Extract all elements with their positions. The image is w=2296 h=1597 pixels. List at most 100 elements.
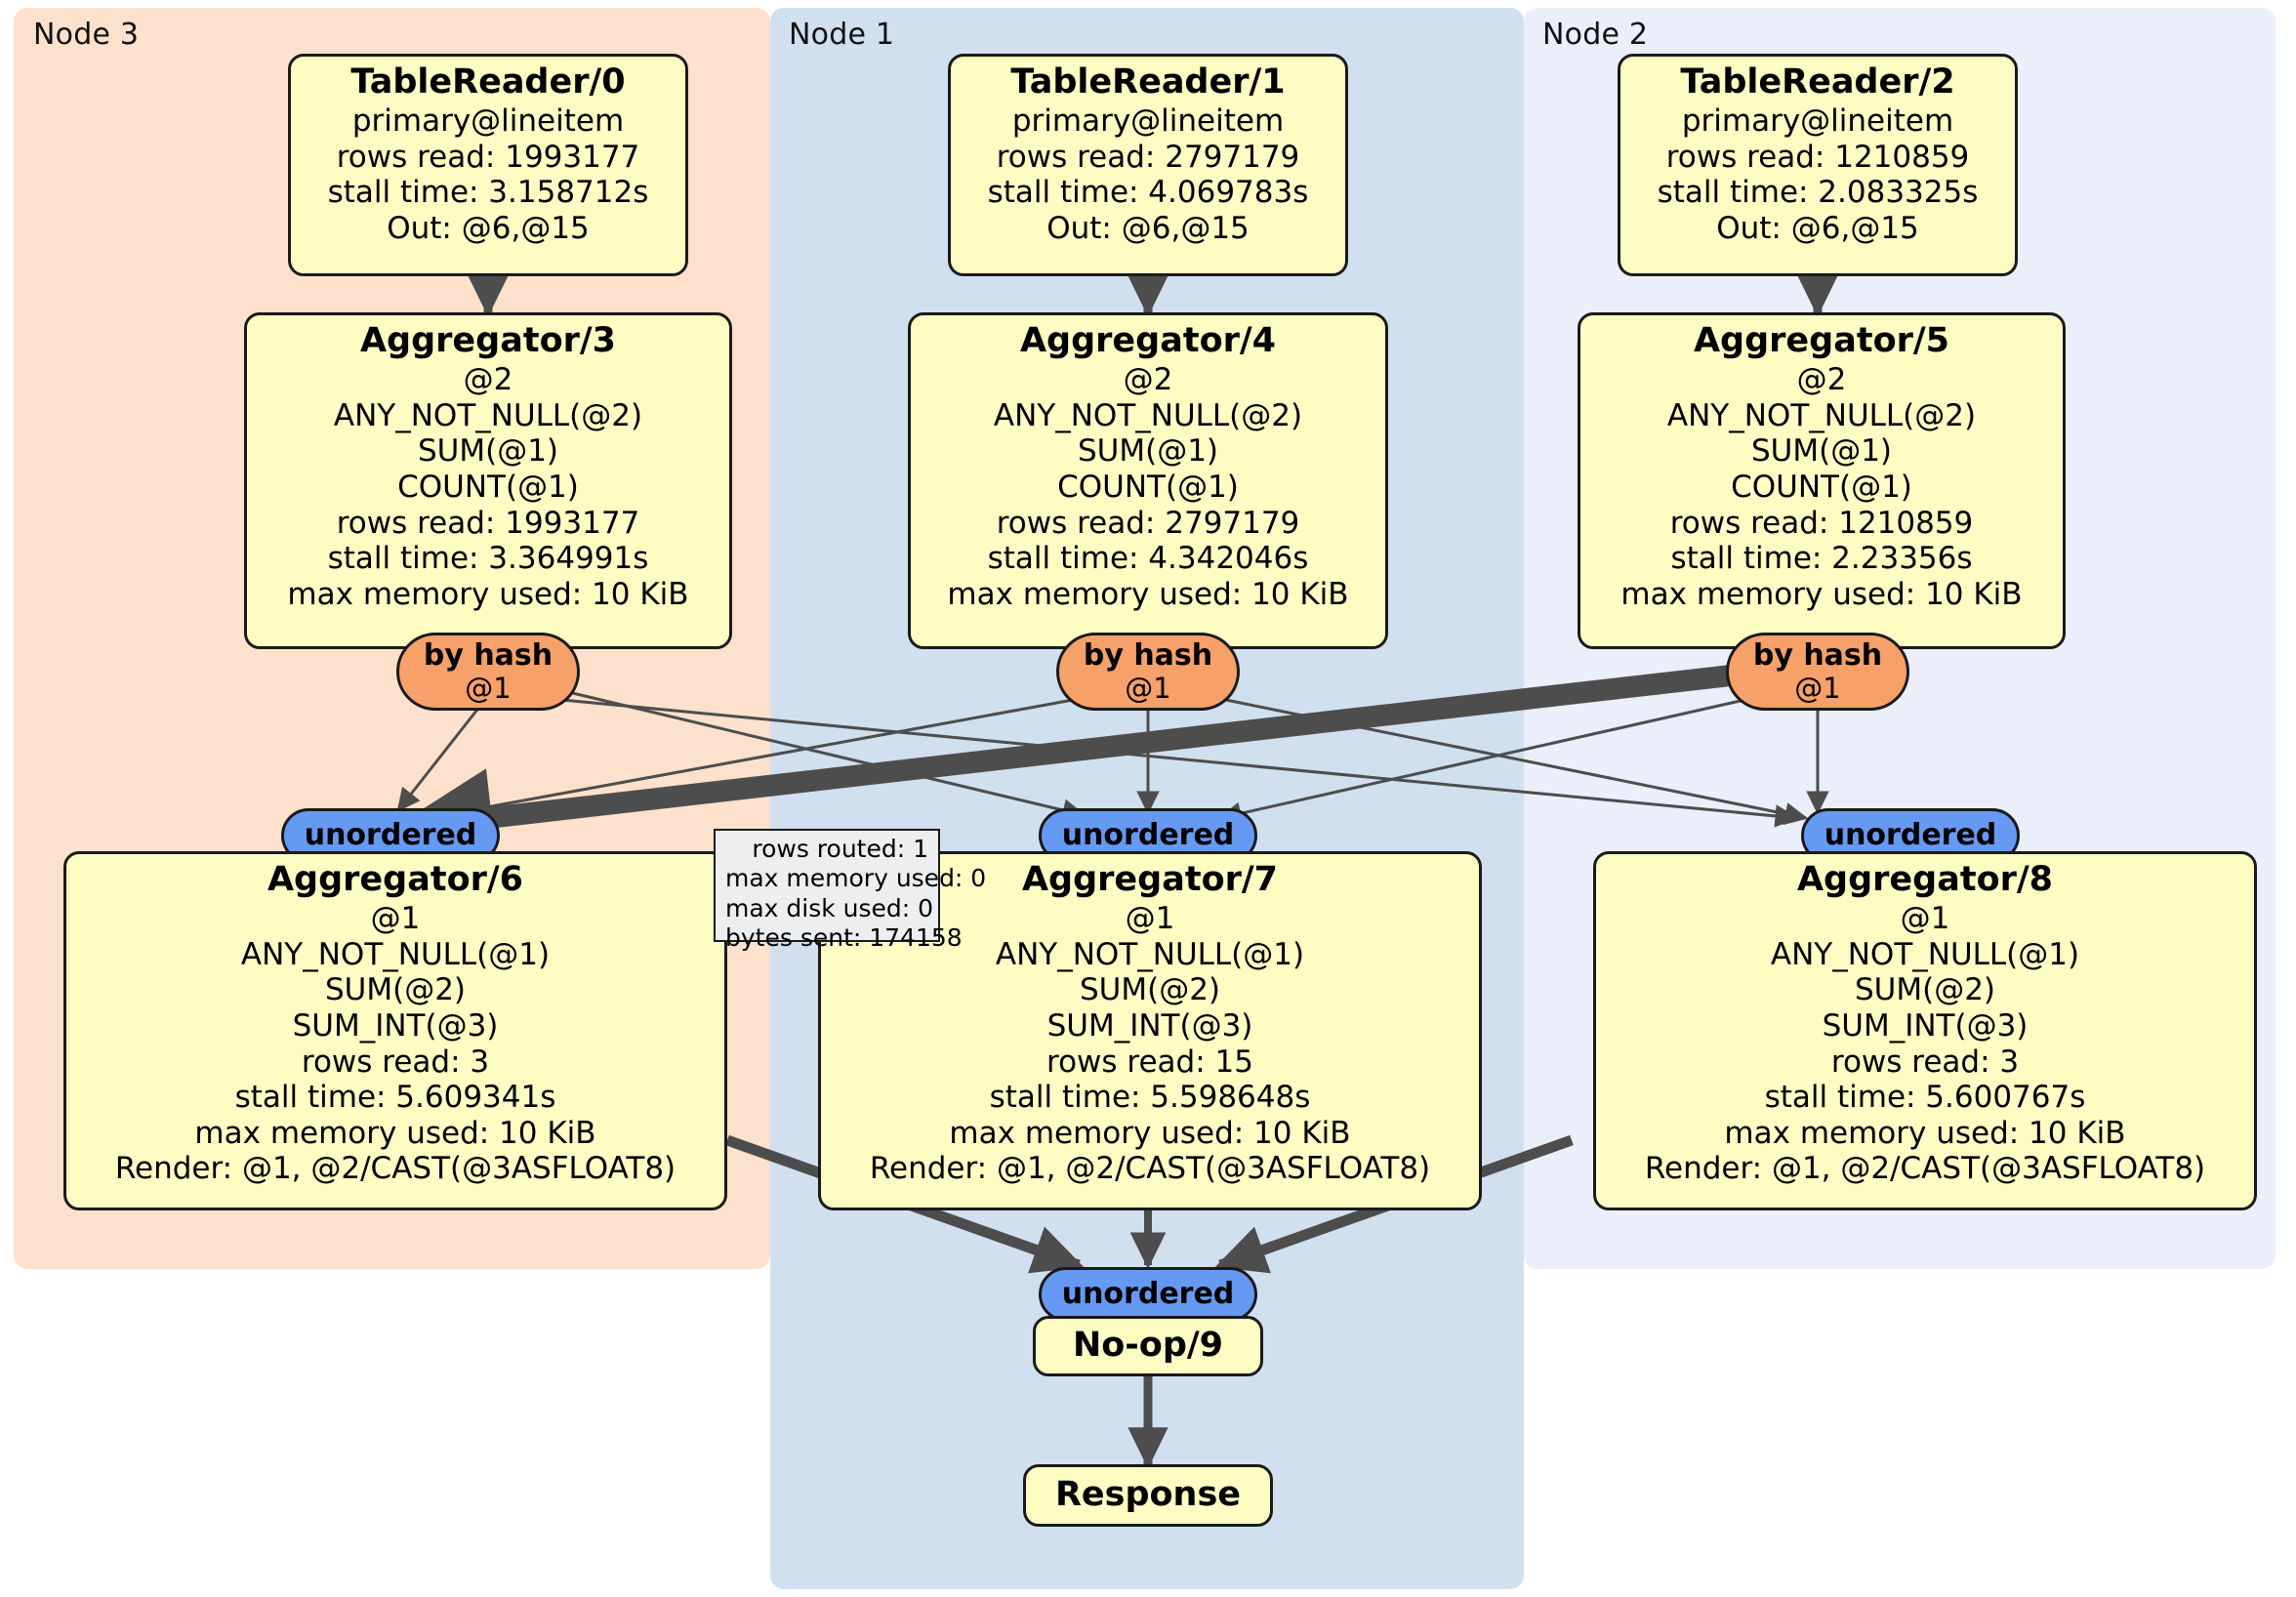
operator-aggregator-4[interactable]: Aggregator/4 @2 ANY_NOT_NULL(@2) SUM(@1)… (908, 312, 1388, 649)
operator-table-reader-2[interactable]: TableReader/2 primary@lineitem rows read… (1618, 54, 2018, 276)
operator-detail: SUM_INT(@3) (1822, 1008, 2029, 1044)
operator-title: TableReader/0 (350, 62, 626, 102)
operator-detail: @1 (370, 901, 421, 937)
tooltip-line: bytes sent: 174158 (725, 922, 963, 952)
operator-title: Aggregator/4 (1019, 321, 1277, 360)
router-label: by hash (1752, 637, 1883, 673)
operator-title: Aggregator/8 (1796, 860, 2054, 899)
stream-label: unordered (1824, 818, 1997, 853)
stream-label: unordered (1061, 1277, 1235, 1312)
operator-title: TableReader/1 (1010, 62, 1286, 102)
operator-detail: COUNT(@1) (1057, 470, 1239, 506)
operator-detail: rows read: 1210859 (1665, 139, 1970, 175)
operator-response[interactable]: Response (1023, 1464, 1273, 1527)
operator-aggregator-5[interactable]: Aggregator/5 @2 ANY_NOT_NULL(@2) SUM(@1)… (1578, 312, 2066, 649)
operator-detail: ANY_NOT_NULL(@2) (993, 397, 1303, 433)
operator-detail: ANY_NOT_NULL(@1) (1770, 936, 2080, 972)
operator-no-op-9[interactable]: No-op/9 (1033, 1316, 1263, 1376)
operator-detail: max memory used: 10 KiB (949, 1115, 1351, 1151)
operator-detail: Render: @1, @2/CAST(@3ASFLOAT8) (869, 1151, 1431, 1187)
operator-detail: COUNT(@1) (1731, 470, 1912, 506)
stream-unordered-8[interactable]: unordered (1801, 808, 2020, 863)
operator-detail: rows read: 2797179 (996, 139, 1300, 175)
stream-label: unordered (1061, 818, 1235, 853)
operator-detail: Out: @6,@15 (1716, 211, 1919, 247)
operator-detail: SUM(@2) (1079, 972, 1221, 1008)
operator-detail: SUM_INT(@3) (292, 1008, 499, 1044)
operator-table-reader-0[interactable]: TableReader/0 primary@lineitem rows read… (288, 54, 688, 276)
operator-aggregator-8[interactable]: Aggregator/8 @1 ANY_NOT_NULL(@1) SUM(@2)… (1593, 851, 2257, 1210)
operator-detail: primary@lineitem (1681, 103, 1954, 140)
operator-detail: @1 (1125, 901, 1175, 937)
router-label: by hash (423, 637, 554, 673)
operator-detail: primary@lineitem (1011, 103, 1285, 140)
tooltip-line: rows routed: 1 (752, 835, 928, 863)
operator-detail: SUM(@1) (1077, 433, 1219, 470)
stream-unordered-final[interactable]: unordered (1039, 1267, 1257, 1322)
router-by-hash-3[interactable]: by hash @1 (396, 633, 580, 711)
operator-aggregator-7[interactable]: Aggregator/7 @1 ANY_NOT_NULL(@1) SUM(@2)… (818, 851, 1482, 1210)
operator-detail: stall time: 2.23356s (1670, 541, 1973, 577)
operator-aggregator-6[interactable]: Aggregator/6 @1 ANY_NOT_NULL(@1) SUM(@2)… (63, 851, 727, 1210)
operator-detail: max memory used: 10 KiB (947, 576, 1349, 612)
operator-detail: stall time: 4.342046s (987, 541, 1309, 577)
operator-detail: rows read: 15 (1046, 1044, 1253, 1080)
router-label: by hash (1083, 637, 1213, 673)
operator-title: No-op/9 (1072, 1326, 1224, 1366)
operator-detail: Render: @1, @2/CAST(@3ASFLOAT8) (114, 1151, 676, 1187)
operator-title: Aggregator/6 (266, 860, 524, 899)
operator-detail: SUM(@1) (417, 433, 559, 470)
operator-detail: SUM(@2) (324, 972, 467, 1008)
operator-detail: @2 (463, 362, 513, 398)
tooltip-line: max disk used: 0 (725, 893, 934, 922)
operator-detail: @1 (1900, 901, 1950, 937)
operator-title: Aggregator/7 (1021, 860, 1279, 899)
operator-detail: rows read: 1993177 (336, 505, 640, 541)
operator-detail: COUNT(@1) (397, 470, 579, 506)
operator-detail: primary@lineitem (351, 103, 625, 140)
operator-aggregator-3[interactable]: Aggregator/3 @2 ANY_NOT_NULL(@2) SUM(@1)… (244, 312, 732, 649)
cluster-label-node-2: Node 2 (1542, 18, 1649, 52)
operator-detail: Out: @6,@15 (1046, 211, 1250, 247)
router-column: @1 (1794, 671, 1841, 705)
operator-title: Aggregator/5 (1693, 321, 1950, 360)
operator-detail: max memory used: 10 KiB (1620, 576, 2023, 612)
operator-detail: rows read: 3 (1830, 1044, 2020, 1080)
operator-detail: stall time: 5.598648s (989, 1080, 1311, 1116)
operator-detail: max memory used: 10 KiB (287, 576, 689, 612)
operator-detail: stall time: 2.083325s (1657, 175, 1979, 211)
operator-detail: max memory used: 10 KiB (1724, 1115, 2126, 1151)
stream-label: unordered (304, 818, 477, 853)
operator-detail: rows read: 2797179 (996, 505, 1300, 541)
operator-title: TableReader/2 (1680, 62, 1955, 102)
operator-detail: SUM(@2) (1854, 972, 1996, 1008)
operator-detail: @2 (1123, 362, 1173, 398)
router-by-hash-4[interactable]: by hash @1 (1056, 633, 1240, 711)
operator-detail: stall time: 3.158712s (327, 175, 649, 211)
operator-title: Response (1054, 1475, 1242, 1515)
operator-detail: SUM(@1) (1750, 433, 1893, 470)
router-by-hash-5[interactable]: by hash @1 (1726, 633, 1909, 711)
operator-table-reader-1[interactable]: TableReader/1 primary@lineitem rows read… (948, 54, 1348, 276)
operator-detail: ANY_NOT_NULL(@1) (240, 936, 551, 972)
operator-detail: SUM_INT(@3) (1046, 1008, 1253, 1044)
cluster-label-node-1: Node 1 (789, 18, 895, 52)
operator-detail: rows read: 3 (301, 1044, 490, 1080)
stream-stats-tooltip: rows routed: 1 max memory used: 0 max di… (714, 829, 987, 952)
operator-detail: stall time: 3.364991s (327, 541, 649, 577)
router-column: @1 (465, 671, 512, 705)
operator-detail: Out: @6,@15 (387, 211, 590, 247)
operator-detail: max memory used: 10 KiB (194, 1115, 596, 1151)
tooltip-line: max memory used: 0 (725, 864, 987, 893)
operator-detail: ANY_NOT_NULL(@1) (995, 936, 1305, 972)
operator-detail: @2 (1796, 362, 1847, 398)
operator-detail: stall time: 5.600767s (1764, 1080, 2086, 1116)
operator-title: Aggregator/3 (359, 321, 617, 360)
operator-detail: rows read: 1210859 (1669, 505, 1974, 541)
router-column: @1 (1125, 671, 1171, 705)
cluster-label-node-3: Node 3 (33, 18, 140, 52)
operator-detail: ANY_NOT_NULL(@2) (1666, 397, 1977, 433)
operator-detail: rows read: 1993177 (336, 139, 640, 175)
operator-detail: stall time: 5.609341s (234, 1080, 556, 1116)
